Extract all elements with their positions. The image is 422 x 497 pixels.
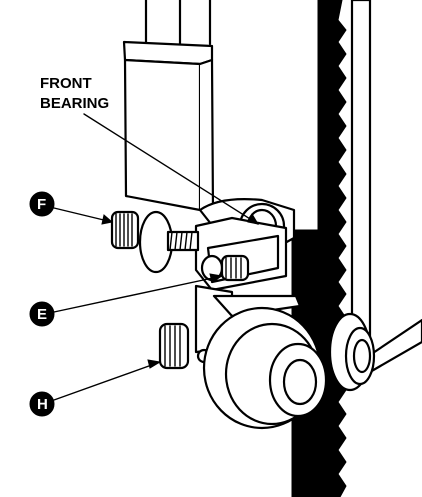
marker-f-letter: F — [37, 196, 46, 213]
front-bearing-callout: FRONT BEARING — [40, 75, 260, 225]
rear-bearing — [202, 306, 328, 430]
side-bearing — [328, 312, 376, 392]
marker-h-leader — [53, 361, 161, 401]
saw-blade — [291, 0, 347, 497]
adjustment-screw-f — [110, 210, 200, 274]
marker-e-arrowhead — [209, 273, 224, 283]
marker-h-badge — [29, 391, 55, 417]
set-screw-e — [200, 254, 250, 282]
marker-h-arrowhead — [147, 359, 162, 369]
marker-f-arrowhead — [101, 214, 114, 225]
callout-label-line1: FRONT — [40, 75, 92, 92]
callout-arrowhead — [247, 212, 260, 225]
marker-f-badge — [29, 191, 55, 217]
marker-f: F — [29, 191, 114, 225]
callout-label-line2: BEARING — [40, 95, 109, 112]
marker-h-letter: H — [37, 396, 48, 413]
marker-e-letter: E — [37, 306, 47, 323]
callout-leader-line — [83, 113, 259, 225]
marker-f-leader — [53, 207, 113, 223]
guide-post — [144, 0, 212, 46]
marker-e: E — [29, 273, 224, 327]
marker-h: H — [29, 359, 162, 417]
guide-block — [122, 40, 215, 214]
marker-e-badge — [29, 301, 55, 327]
marker-e-leader — [53, 275, 223, 313]
blade-guide-plate — [350, 0, 422, 374]
